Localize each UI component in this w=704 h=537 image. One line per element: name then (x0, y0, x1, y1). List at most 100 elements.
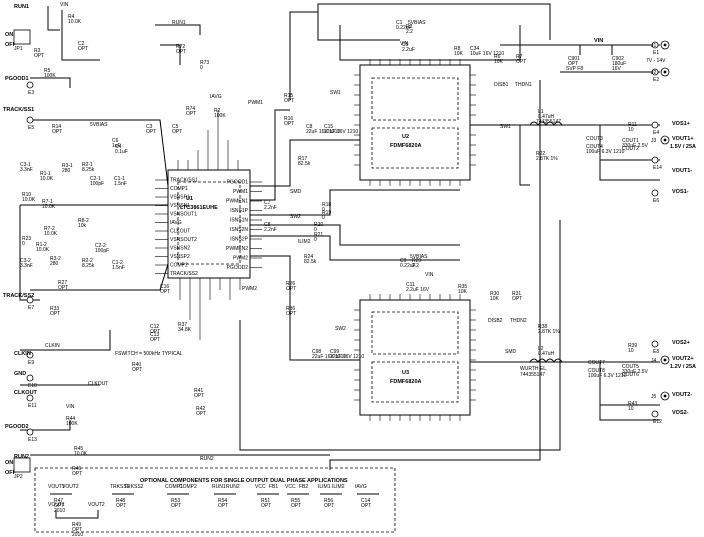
part-value: OPT (176, 49, 186, 55)
part-c3-1: C3-13.3nF (20, 162, 33, 173)
svg-text:VOS2-: VOS2- (672, 410, 689, 416)
opt-ref: R55 (291, 498, 300, 504)
turret-e3[interactable] (26, 81, 34, 89)
part-ref: C3-2 (20, 258, 31, 264)
u1-pin-label: VSNSOUT2 (170, 237, 197, 243)
turret-e4[interactable] (651, 121, 659, 129)
opt-ref: R53 (171, 498, 180, 504)
part-value: 10.0K (68, 19, 82, 25)
svg-text:IAVG: IAVG (210, 94, 222, 100)
part-ref: R2-1 (82, 162, 93, 168)
part-ref: C11 (406, 282, 415, 288)
opt-a: IAVG (355, 484, 367, 490)
u1-pin-label: PWMEN1 (226, 199, 248, 205)
turret-label-e9: E9 (28, 360, 34, 366)
parts: R410.0KR3OPTR5100KR14OPTC2OPTC3OPTC40.1u… (20, 14, 649, 477)
turret-label-e2: E2 (653, 77, 659, 83)
part-value: 22uF 16V 1210 (306, 129, 340, 135)
svg-text:JP2: JP2 (14, 474, 23, 480)
part-value: 280 (62, 168, 71, 174)
opt-ref: R54 (218, 498, 227, 504)
part-ref: C99 (330, 349, 339, 355)
part-ref: R2-2 (82, 258, 93, 264)
turret-e9[interactable] (26, 351, 34, 359)
part-r1-2: R1-210.0K (36, 242, 50, 253)
turret-e13[interactable] (26, 428, 34, 436)
svg-text:PWM1: PWM1 (248, 100, 263, 106)
opt-ref: C14 (361, 498, 370, 504)
svg-text:VOUT1-: VOUT1- (672, 168, 692, 174)
part-value: 8.25k (82, 263, 95, 269)
part-ref: R27 (58, 280, 67, 286)
optional-items: VOUT1VOUT2R47OPT2010TRKSS1TRKSS2R48OPTCO… (48, 484, 379, 537)
turret-e6[interactable] (651, 189, 659, 197)
part-value: 2.2nF (264, 227, 277, 233)
part-r7-1: R7-110.0K (42, 199, 56, 210)
turret-e2[interactable] (651, 68, 659, 76)
part-c4: C40.1uF (115, 144, 128, 155)
part-ref: R36 (286, 306, 295, 312)
svg-text:RUN1: RUN1 (172, 20, 186, 26)
turret-e11[interactable] (26, 394, 34, 402)
part-value: OPT (194, 393, 204, 399)
part-ref: R15 (284, 93, 293, 99)
part-value: 10.0K (42, 204, 56, 210)
turret-e8[interactable] (651, 340, 659, 348)
opt-ref: R47 (54, 498, 63, 504)
svg-text:FSWITCH = 500kHz TYPICAL: FSWITCH = 500kHz TYPICAL (115, 351, 183, 357)
turret-e5[interactable] (26, 116, 34, 124)
part-value: 34.8K (178, 327, 192, 333)
turret-label-e13: E13 (28, 437, 37, 443)
svg-text:VOUT2+: VOUT2+ (672, 356, 694, 362)
part-c9: C90.22uF (400, 258, 416, 269)
opt-b: RUN2 (226, 484, 240, 490)
part-ref: C16 (160, 284, 169, 290)
svg-text:CLKOUT: CLKOUT (14, 390, 38, 396)
part-ref: R44 (66, 416, 75, 422)
part-value: 10K (458, 289, 468, 295)
turret-e14[interactable] (651, 156, 659, 164)
turret-e1[interactable] (651, 41, 659, 49)
part-ref: R18 (322, 202, 331, 208)
turret-label-e3: E3 (28, 90, 34, 96)
turret-e12[interactable] (651, 410, 659, 418)
part-ref: R37 (178, 322, 187, 328)
turret-label-e11: E11 (28, 403, 37, 409)
svg-text:DISB2: DISB2 (488, 318, 503, 324)
turret-e10[interactable] (26, 374, 34, 382)
part-ref: C9 (400, 258, 407, 264)
svg-text:VOS1+: VOS1+ (672, 121, 690, 127)
svg-text:5VBIAS: 5VBIAS (90, 122, 108, 128)
part-ref: R8 (454, 46, 461, 52)
part-value: 10.0K (74, 451, 88, 457)
opt-b: VOUT2 (88, 502, 105, 508)
part-value: 1.5nF (114, 181, 127, 187)
part-value: 1uF (112, 143, 121, 149)
part-value: OPT (58, 285, 68, 291)
opt-a: VOUT1 (48, 484, 65, 490)
inductor-l1: L1 0.47uH 744355147 (529, 109, 563, 126)
svg-text:THDN2: THDN2 (510, 318, 527, 324)
part-ref: R14 (52, 124, 61, 130)
opt-b: COMP2 (179, 484, 197, 490)
part-ref: R1-2 (36, 242, 47, 248)
turret-e7[interactable] (26, 296, 34, 304)
svg-text:0.47uH: 0.47uH (538, 351, 555, 357)
svg-text:VIN: VIN (400, 41, 409, 47)
part-r2-1: R2-18.25k (82, 162, 95, 173)
part-ref: C7 (264, 200, 271, 206)
